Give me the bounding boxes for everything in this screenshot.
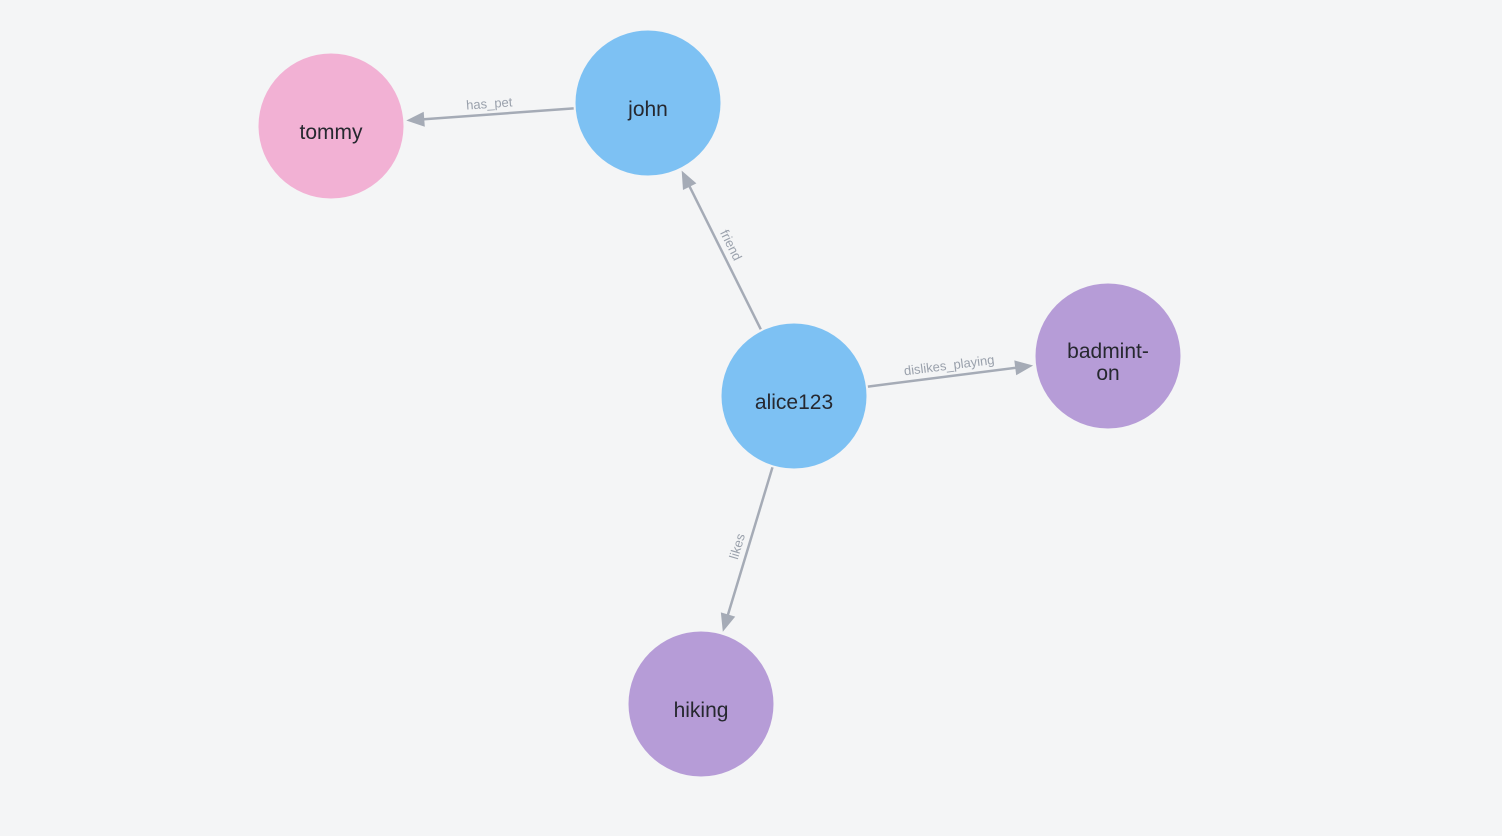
edge-line	[687, 184, 762, 330]
graph-node-tommy[interactable]: tommy	[258, 53, 404, 199]
node-circle-john[interactable]	[575, 30, 721, 176]
graph-edge-has-pet[interactable]: has_pet	[406, 94, 574, 127]
graph-node-badminton[interactable]: badmint-on	[1035, 283, 1181, 429]
graph-edge-likes[interactable]: likes	[720, 466, 774, 632]
node-circle-alice123[interactable]	[721, 323, 867, 469]
node-circle-badminton[interactable]	[1035, 283, 1181, 429]
graph-node-hiking[interactable]: hiking	[628, 631, 774, 777]
graph-node-alice123[interactable]: alice123	[721, 323, 867, 469]
edge-label: dislikes_playing	[903, 352, 995, 378]
graph-node-john[interactable]: john	[575, 30, 721, 176]
node-layer: tommy john alice123 badmint-on hiking	[258, 30, 1181, 777]
edge-arrowhead-icon	[720, 612, 736, 632]
node-circle-hiking[interactable]	[628, 631, 774, 777]
edge-arrowhead-icon	[1014, 360, 1034, 376]
node-circle-tommy[interactable]	[258, 53, 404, 199]
edge-label: likes	[726, 531, 748, 561]
edge-line	[867, 366, 1018, 388]
edge-label: friend	[717, 227, 745, 263]
edge-arrowhead-icon	[406, 111, 425, 127]
graph-edge-friend[interactable]: friend	[681, 170, 762, 330]
graph-edge-dislikes-playing[interactable]: dislikes_playing	[867, 352, 1034, 388]
edge-arrowhead-icon	[681, 170, 697, 191]
edge-label: has_pet	[466, 94, 514, 112]
edge-line	[422, 107, 574, 121]
edge-line	[726, 466, 774, 617]
